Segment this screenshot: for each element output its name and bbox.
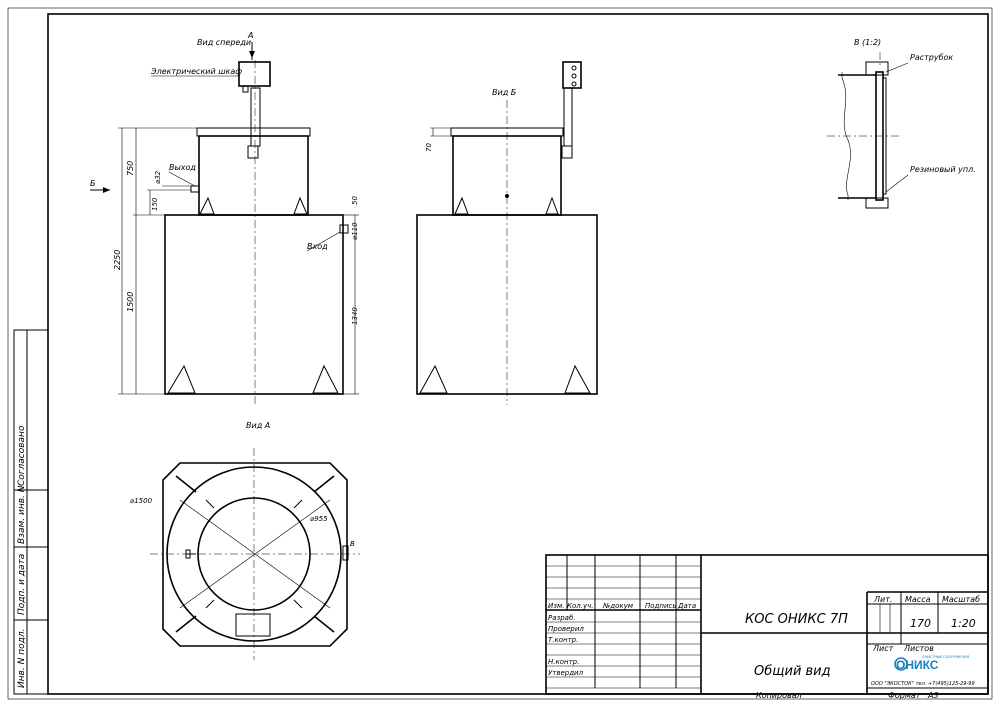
dim-955-dia: ⌀955 (310, 515, 328, 523)
row-proveril: Проверил (548, 625, 584, 633)
electrical-cabinet (238, 61, 271, 87)
inlet-callout: Вход (307, 242, 328, 251)
side-stamp-agreed: Согласовано (17, 425, 27, 486)
sheet-label: Лист (872, 644, 894, 653)
dim-32: ⌀32 (154, 170, 162, 184)
th-podpis: Подпись (645, 602, 677, 610)
lit-label: Лит. (873, 595, 892, 604)
th-dokum: №докум (602, 602, 634, 610)
side-stamp-inv-orig: Инв. N подл. (17, 629, 27, 688)
section-mark-b: В (350, 540, 355, 548)
designation: КОС ОНИКС 7П (745, 612, 848, 627)
dim-2250: 2250 (113, 250, 122, 270)
dim-150: 150 (151, 197, 159, 211)
th-data: Дата (677, 602, 696, 610)
dim-50: 50 (351, 196, 359, 205)
dim-1340: 1340 (351, 307, 359, 325)
detail-title: В (1:2) (854, 38, 881, 47)
logo-text: ОНИКС (896, 658, 939, 672)
th-izm: Изм. (548, 602, 564, 610)
view-a-title: Вид А (246, 421, 270, 430)
arrow-a-label: А (247, 31, 253, 40)
dim-1500-dia: ⌀1500 (130, 497, 153, 505)
dim-110: ⌀110 (351, 222, 359, 240)
top-view: Вид А ⌀1500 ⌀955 В (130, 421, 360, 660)
lower-tank (164, 214, 344, 395)
outlet-callout: Выход (169, 163, 196, 172)
copied-label: Копировал (756, 691, 802, 700)
view-b-title: Вид Б (492, 88, 517, 97)
detail-view: В (1:2) Раструбок Резиновый упл. (827, 38, 976, 209)
format-value: А3 (927, 691, 939, 700)
row-nkontr: Н.контр. (548, 658, 579, 666)
side-stamp-sign-date: Подп. и дата (17, 554, 27, 615)
drawing-name: Общий вид (754, 664, 831, 679)
side-stamp: Согласовано Взам. инв. N Подп. и дата Ин… (13, 329, 49, 695)
row-razrab: Разраб. (548, 614, 576, 622)
mass-value: 170 (910, 617, 931, 630)
side-view: Вид Б 70 (416, 61, 598, 405)
th-kol: Кол.уч. (567, 602, 593, 610)
side-stamp-inv-replace: Взам. инв. N (17, 485, 27, 544)
mass-label: Масса (905, 595, 931, 604)
title-block: Изм. Кол.уч. №докум Подпись Дата Разраб.… (545, 554, 989, 700)
logo-subtitle: ОЧИСТНЫЕ СООРУЖЕНИЯ (922, 655, 970, 659)
front-view-title: Вид спереди (197, 38, 251, 47)
company-logo: ОНИКС ОЧИСТНЫЕ СООРУЖЕНИЯ (894, 655, 970, 672)
dim-70: 70 (425, 143, 433, 152)
dim-750: 750 (126, 161, 135, 176)
dim-1500: 1500 (126, 292, 135, 312)
company-line: ООО "ЭКОСТОК" тел. +7(495)125-29-99 (871, 681, 975, 687)
seal-callout: Резиновый упл. (910, 165, 976, 174)
sheets-label: Листов (903, 644, 934, 653)
upper-tank (196, 127, 311, 137)
arrow-b-label: Б (90, 179, 96, 188)
scale-label: Масштаб (942, 595, 980, 604)
format-label: Формат (888, 691, 921, 700)
front-view: Вид спереди А Электрический шкаф Выход В… (90, 31, 359, 405)
socket-callout: Раструбок (910, 53, 953, 62)
scale-value: 1:20 (951, 617, 976, 630)
row-tkontr: Т.контр. (548, 636, 578, 644)
sheet-frame (7, 7, 993, 700)
row-utverdil: Утвердил (548, 669, 584, 677)
cabinet-callout: Электрический шкаф (150, 67, 242, 76)
